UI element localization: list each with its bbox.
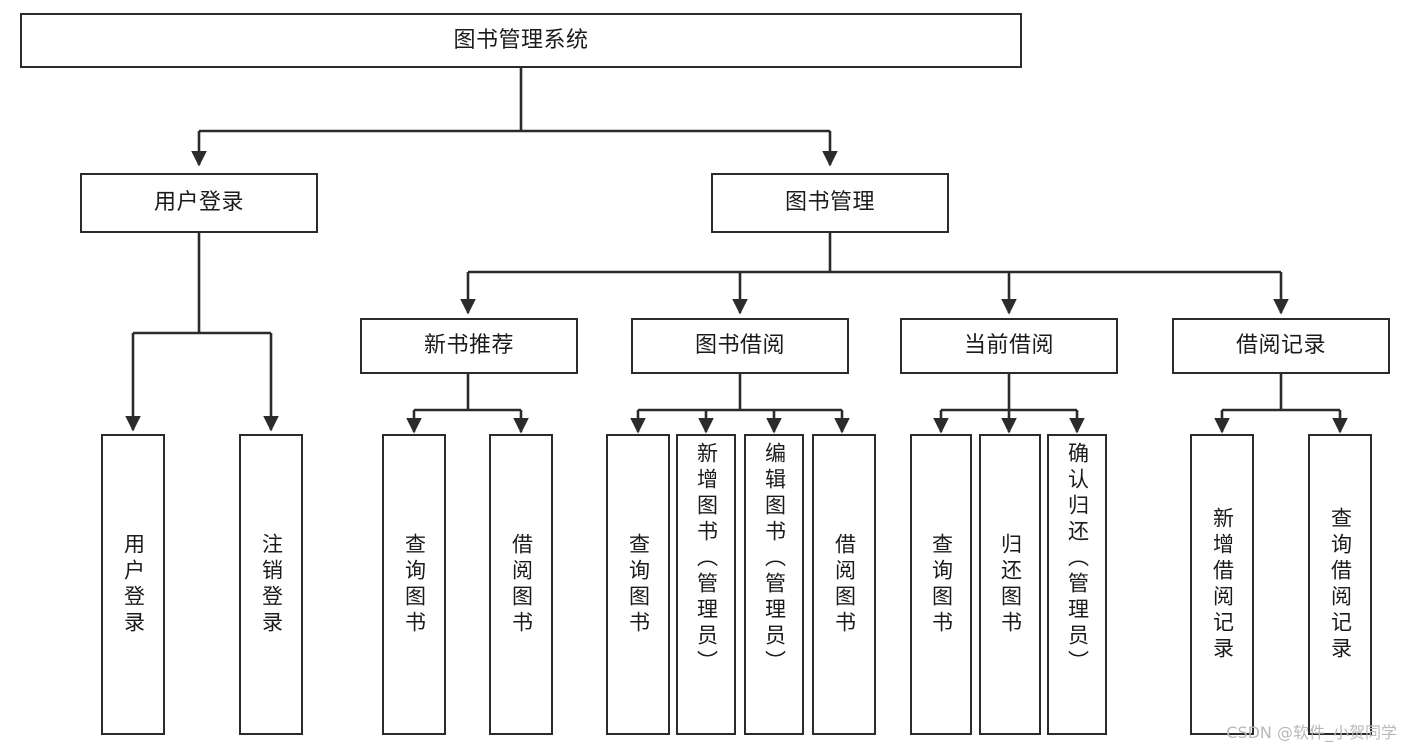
node-label: 借阅图书 [832, 532, 857, 637]
node-book-borrow[interactable]: 图书借阅 [631, 318, 849, 374]
node-book-management[interactable]: 图书管理 [711, 173, 949, 233]
node-label: 用户登录 [121, 532, 146, 637]
node-label: 图书借阅 [694, 333, 785, 359]
node-label: 借阅记录 [1235, 333, 1326, 359]
node-label: 新书推荐 [423, 333, 514, 359]
leaf-query-book-borrow[interactable]: 查询图书 [606, 434, 670, 735]
node-label: 编辑图书（管理员） [762, 442, 787, 676]
node-label: 用户登录 [153, 190, 244, 216]
node-new-book-recommend[interactable]: 新书推荐 [360, 318, 578, 374]
leaf-user-login[interactable]: 用户登录 [101, 434, 165, 735]
node-label: 查询图书 [402, 532, 427, 637]
leaf-add-borrow-record[interactable]: 新增借阅记录 [1190, 434, 1254, 735]
node-label: 借阅图书 [509, 532, 534, 637]
node-label: 新增借阅记录 [1210, 506, 1235, 663]
leaf-logout[interactable]: 注销登录 [239, 434, 303, 735]
node-label: 查询图书 [929, 532, 954, 637]
leaf-edit-book-admin[interactable]: 编辑图书（管理员） [744, 434, 804, 735]
node-label: 查询图书 [626, 532, 651, 637]
node-label: 确认归还（管理员） [1065, 442, 1090, 676]
csdn-watermark: CSDN @软件_小贺同学 [1226, 723, 1397, 742]
node-label: 当前借阅 [963, 333, 1054, 359]
node-label: 图书管理 [784, 190, 875, 216]
leaf-borrow-book-recommend[interactable]: 借阅图书 [489, 434, 553, 735]
node-user-login[interactable]: 用户登录 [80, 173, 318, 233]
node-current-borrow[interactable]: 当前借阅 [900, 318, 1118, 374]
leaf-query-book-current[interactable]: 查询图书 [910, 434, 972, 735]
node-borrow-record[interactable]: 借阅记录 [1172, 318, 1390, 374]
node-label: 新增图书（管理员） [694, 442, 719, 676]
node-label: 归还图书 [998, 532, 1023, 637]
node-root-book-management-system[interactable]: 图书管理系统 [20, 13, 1022, 68]
node-label: 查询借阅记录 [1328, 506, 1353, 663]
leaf-confirm-return-admin[interactable]: 确认归还（管理员） [1047, 434, 1107, 735]
leaf-add-book-admin[interactable]: 新增图书（管理员） [676, 434, 736, 735]
node-label: 注销登录 [259, 532, 284, 637]
leaf-query-borrow-record[interactable]: 查询借阅记录 [1308, 434, 1372, 735]
leaf-return-book[interactable]: 归还图书 [979, 434, 1041, 735]
node-label: 图书管理系统 [453, 27, 589, 53]
leaf-query-book-recommend[interactable]: 查询图书 [382, 434, 446, 735]
leaf-borrow-book[interactable]: 借阅图书 [812, 434, 876, 735]
